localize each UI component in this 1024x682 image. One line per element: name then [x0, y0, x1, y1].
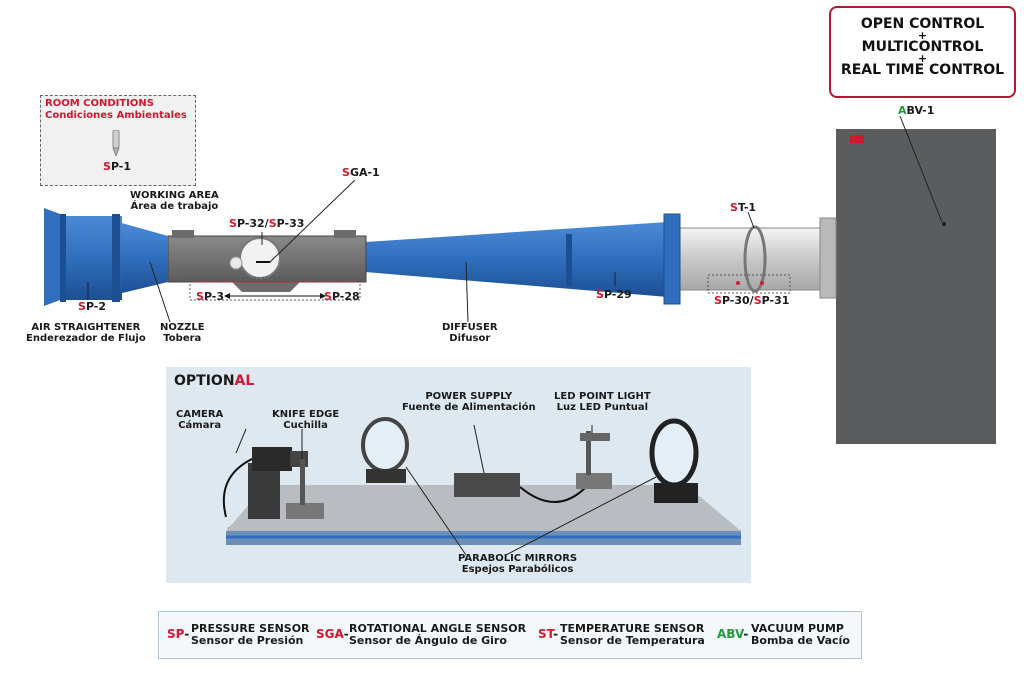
arrow-head-left [224, 293, 230, 299]
mirror-1-stand [366, 469, 406, 483]
vacuum-pump-cabinet [836, 129, 996, 444]
pump-connection-flange [819, 217, 837, 299]
control-mode-open: OPEN CONTROL [860, 16, 985, 32]
nozzle-body [118, 222, 168, 294]
working-area-clamp-left [172, 230, 194, 238]
leader-line [473, 424, 485, 474]
led-stand-base [576, 473, 612, 489]
plus-sign: + [917, 52, 928, 65]
led-head [580, 433, 610, 441]
optical-setup-drawing [222, 417, 741, 556]
legend-code-st: ST- [538, 627, 559, 641]
power-supply-box [454, 473, 520, 497]
arrow-head-right [320, 293, 326, 299]
leader-line [747, 211, 755, 229]
room-conditions-subtitle: Condiciones Ambientales [45, 110, 187, 121]
optional-title: OPTIONAL [174, 373, 255, 389]
temperature-test-section [679, 227, 821, 291]
parabolic-mirror-1 [361, 417, 409, 473]
camera-body [252, 447, 292, 471]
temperature-sensor-area [707, 274, 791, 294]
leader-line [149, 261, 171, 323]
air-straightener-flange [60, 214, 66, 302]
vacuum-pump-logo [850, 135, 864, 143]
diffuser-body [365, 222, 668, 297]
sp-29-label: SP-29 [596, 288, 632, 301]
control-modes-box: OPEN CONTROL + MULTICONTROL + REAL TIME … [829, 6, 1016, 98]
legend-code-abv: ABV- [717, 627, 749, 641]
sp-28-label: SP-28 [324, 290, 360, 303]
air-straightener-flange [112, 214, 120, 302]
pressure-sensor-area [189, 277, 361, 301]
temperature-sensor-dot [736, 281, 740, 285]
working-area-clamp-right [334, 230, 356, 238]
diffuser-flange [566, 234, 572, 286]
sp-32-33-label: SP-32/SP-33 [229, 217, 305, 230]
knife-edge-post [300, 459, 305, 505]
camera-cable [222, 458, 253, 518]
abv-1-label: ABV-1 [898, 104, 935, 117]
temperature-sensor-dot [760, 281, 764, 285]
camera-stand [248, 463, 280, 519]
diffuser-outlet-flange [663, 213, 681, 305]
power-cable [519, 486, 587, 503]
air-straightener-body [60, 216, 122, 300]
camera-lens [290, 451, 308, 467]
optical-table-top [226, 485, 741, 531]
inlet-bell [44, 208, 60, 306]
sp-30-31-label: SP-30/SP-31 [714, 294, 790, 307]
led-post [586, 431, 591, 475]
plus-sign: + [917, 29, 928, 42]
st-1-label: ST-1 [730, 201, 757, 214]
control-mode-realtime: REAL TIME CONTROL [840, 62, 1005, 78]
legend-code-sp: SP- [167, 627, 190, 641]
sp-2-label: SP-2 [78, 300, 107, 313]
temperature-ring [743, 225, 767, 293]
leader-line [465, 261, 469, 323]
sp-1-label: SP-1 [103, 160, 132, 173]
vacuum-pump-port [942, 222, 946, 226]
leader-line [899, 115, 943, 223]
sga-1-label: SGA-1 [342, 166, 380, 179]
sp-3-label: SP-3 [196, 290, 225, 303]
leader-line [269, 179, 356, 263]
parabolic-mirror-2 [649, 418, 699, 488]
leader-line [505, 476, 657, 556]
working-area-bottom-mount [232, 282, 300, 292]
temperature-probe-icon [112, 130, 120, 156]
control-mode-multi: MULTICONTROL [861, 39, 984, 55]
leader-line [235, 428, 247, 454]
room-conditions-box: ROOM CONDITIONS Condiciones Ambientales … [40, 95, 196, 186]
leader-line [405, 466, 467, 556]
knife-edge-base [286, 503, 324, 519]
room-conditions-title: ROOM CONDITIONS [45, 98, 154, 109]
legend-code-sga: SGA- [316, 627, 349, 641]
mirror-2-stand [654, 483, 698, 503]
viewing-port [229, 256, 243, 270]
